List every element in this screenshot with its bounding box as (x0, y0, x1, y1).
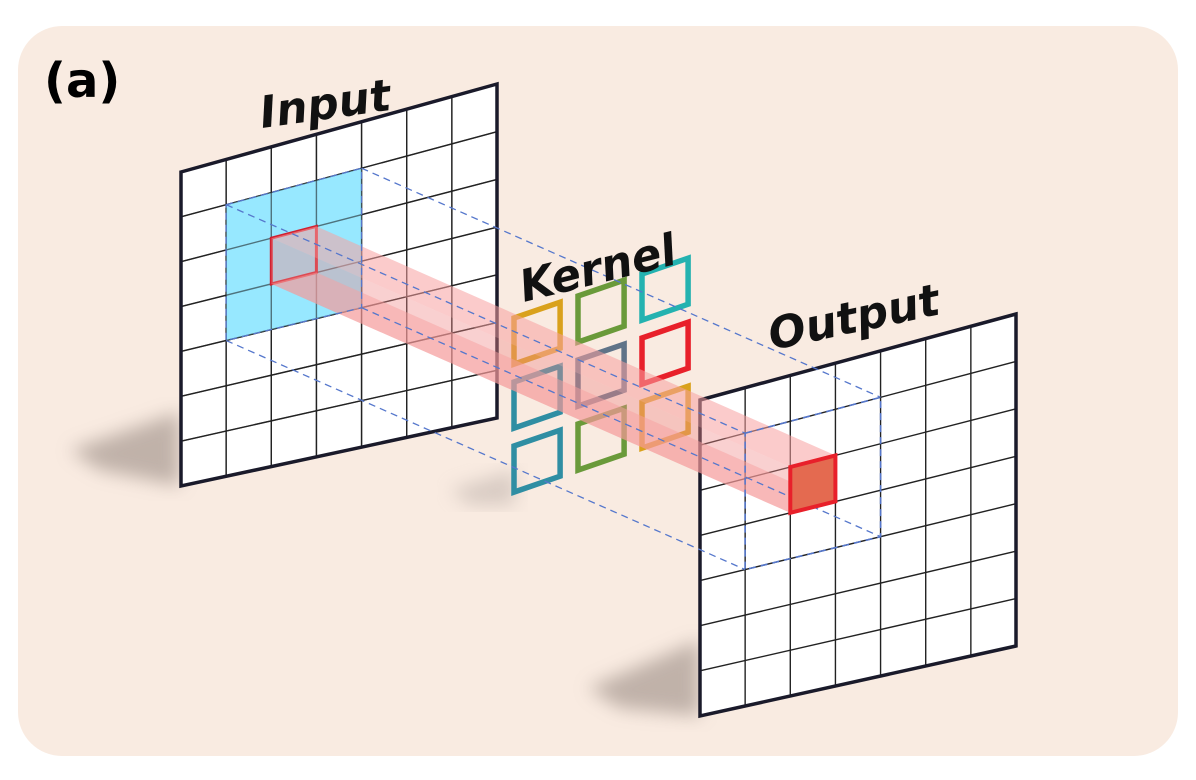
projection-line (225, 204, 746, 434)
kernel-shadow (450, 470, 515, 505)
output-grid-hline (699, 455, 1017, 537)
output-grid-border (698, 311, 1018, 719)
kernel-label: Kernel (514, 224, 682, 312)
kernel-weight-0-1 (575, 276, 627, 346)
input-grid-hline-over (180, 178, 498, 263)
input-window-outline (225, 167, 363, 342)
output-window-outline (744, 396, 882, 571)
output-grid (698, 311, 1018, 719)
input-grid-border (179, 81, 499, 489)
output-grid-hline (699, 550, 1017, 627)
output-grid-sheet (700, 314, 1016, 716)
output-shadow (588, 640, 700, 716)
projection-line (361, 167, 881, 398)
projection-lines (225, 167, 882, 571)
output-highlight-cell (788, 452, 838, 516)
input-grid-hline-over (180, 369, 498, 442)
output-grid-hline (699, 597, 1017, 672)
beam-top (271, 226, 836, 467)
kernel-weight-1-2 (639, 318, 691, 388)
panel-label: (a) (44, 53, 120, 109)
input-grid-hline-over (180, 131, 498, 218)
projection-line (225, 339, 746, 571)
kernel-weight-1-0 (511, 362, 563, 432)
kernel-weight-0-2 (639, 254, 691, 324)
input-shadow (70, 412, 180, 486)
kernel-weight-2-0 (511, 426, 563, 496)
